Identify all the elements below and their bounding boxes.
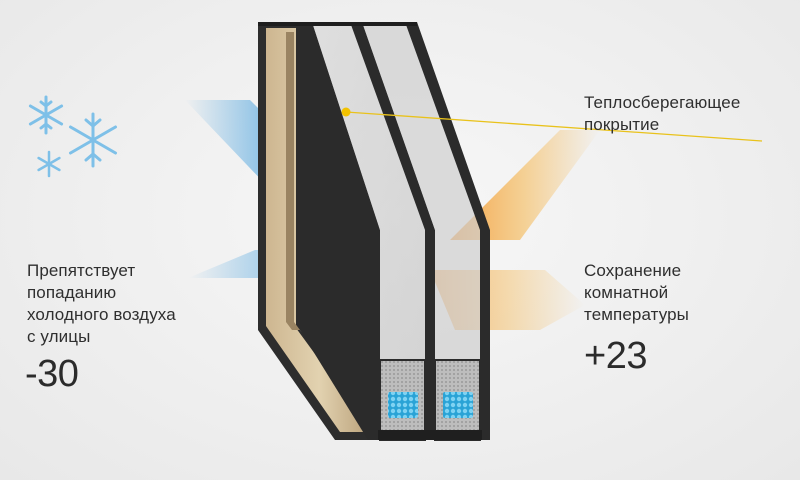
coating-caption-line-1: Теплосберегающее bbox=[584, 93, 741, 112]
desiccant-2 bbox=[443, 392, 473, 418]
room-temperature-caption-line-2: комнатной bbox=[584, 283, 669, 302]
outside-temperature-value: -30 bbox=[25, 353, 79, 395]
cold-air-caption: Препятствует попаданию холодного воздуха… bbox=[27, 260, 176, 348]
snowflake-icon bbox=[37, 150, 61, 178]
room-temperature-caption-line-1: Сохранение bbox=[584, 261, 682, 280]
cold-air-caption-line-3: холодного воздуха bbox=[27, 305, 176, 324]
coating-leader-line bbox=[345, 111, 763, 142]
snowflake-icon bbox=[28, 95, 64, 135]
glass-pane-middle-fill bbox=[362, 22, 480, 440]
coating-caption: Теплосберегающее покрытие bbox=[584, 92, 740, 136]
desiccant-1 bbox=[388, 392, 418, 418]
coating-marker bbox=[341, 107, 351, 117]
room-temperature-value: +23 bbox=[584, 335, 647, 377]
glass-top-edge bbox=[258, 22, 417, 26]
glass-pane-outer bbox=[300, 22, 380, 440]
cold-air-caption-line-1: Препятствует bbox=[27, 261, 136, 280]
cold-air-caption-line-4: с улицы bbox=[27, 327, 91, 346]
coating-caption-line-2: покрытие bbox=[584, 115, 660, 134]
room-temperature-caption: Сохранение комнатной температуры bbox=[584, 260, 689, 326]
glass-pane-inner bbox=[405, 22, 490, 440]
sealant-bottom bbox=[378, 430, 482, 440]
snowflake-icon bbox=[69, 112, 117, 168]
glass-pane-outer-fill bbox=[312, 22, 425, 440]
warm-air-beam bbox=[450, 130, 600, 240]
cold-air-caption-line-2: попаданию bbox=[27, 283, 117, 302]
frame-inner-strip bbox=[286, 32, 300, 330]
glass-pane-middle bbox=[350, 22, 435, 440]
room-temperature-caption-line-3: температуры bbox=[584, 305, 689, 324]
